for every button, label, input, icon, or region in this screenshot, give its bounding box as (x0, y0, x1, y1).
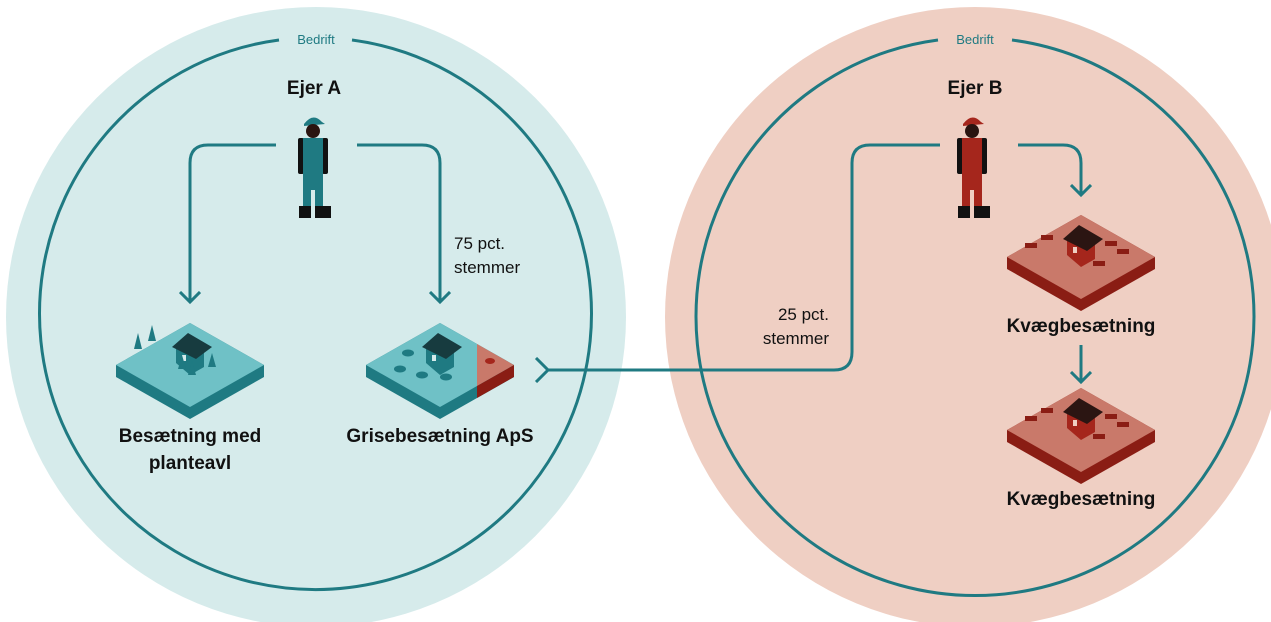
company-right-background (665, 7, 1271, 622)
company-right-frame (694, 38, 1256, 597)
arrow-owner-a-to-pig-farm (357, 143, 440, 302)
cattle-farm-2-name: Kvægbesætning (1007, 489, 1156, 510)
company-left: Bedrift (6, 7, 626, 622)
arrow-owner-b-to-cattle-farm (1018, 143, 1081, 195)
owner-b: Ejer B (948, 78, 1003, 218)
crop-farm-name-line2: planteavl (149, 453, 231, 474)
farmer-teal-icon (298, 117, 331, 218)
company-left-frame-label: Bedrift (297, 32, 335, 47)
arrow-owner-a-to-crop-farm (190, 143, 276, 302)
crop-farm-icon (116, 323, 264, 419)
company-left-background (6, 7, 626, 622)
owner-a: Ejer A (287, 78, 341, 218)
vote-label-75-line2: stemmer (454, 258, 520, 277)
vote-label-25-line2: stemmer (763, 329, 829, 348)
owner-a-name: Ejer A (287, 78, 341, 99)
arrow-owner-b-to-pig-farm (548, 143, 940, 370)
crop-farm-name-line1: Besætning med (119, 426, 262, 447)
company-left-frame (38, 38, 593, 592)
vote-label-75-line1: 75 pct. (454, 234, 505, 253)
cattle-farm-1-name: Kvægbesætning (1007, 316, 1156, 337)
owner-b-name: Ejer B (948, 78, 1003, 99)
company-right-frame-label: Bedrift (956, 32, 994, 47)
company-right: Bedrift (665, 7, 1271, 622)
cattle-farm-icon (1007, 215, 1155, 311)
farmer-red-icon (957, 117, 990, 218)
pig-farm-name: Grisebesætning ApS (346, 426, 533, 447)
vote-label-25-line1: 25 pct. (778, 305, 829, 324)
pig-farm-icon (366, 323, 514, 419)
cattle-farm-icon (1007, 388, 1155, 484)
